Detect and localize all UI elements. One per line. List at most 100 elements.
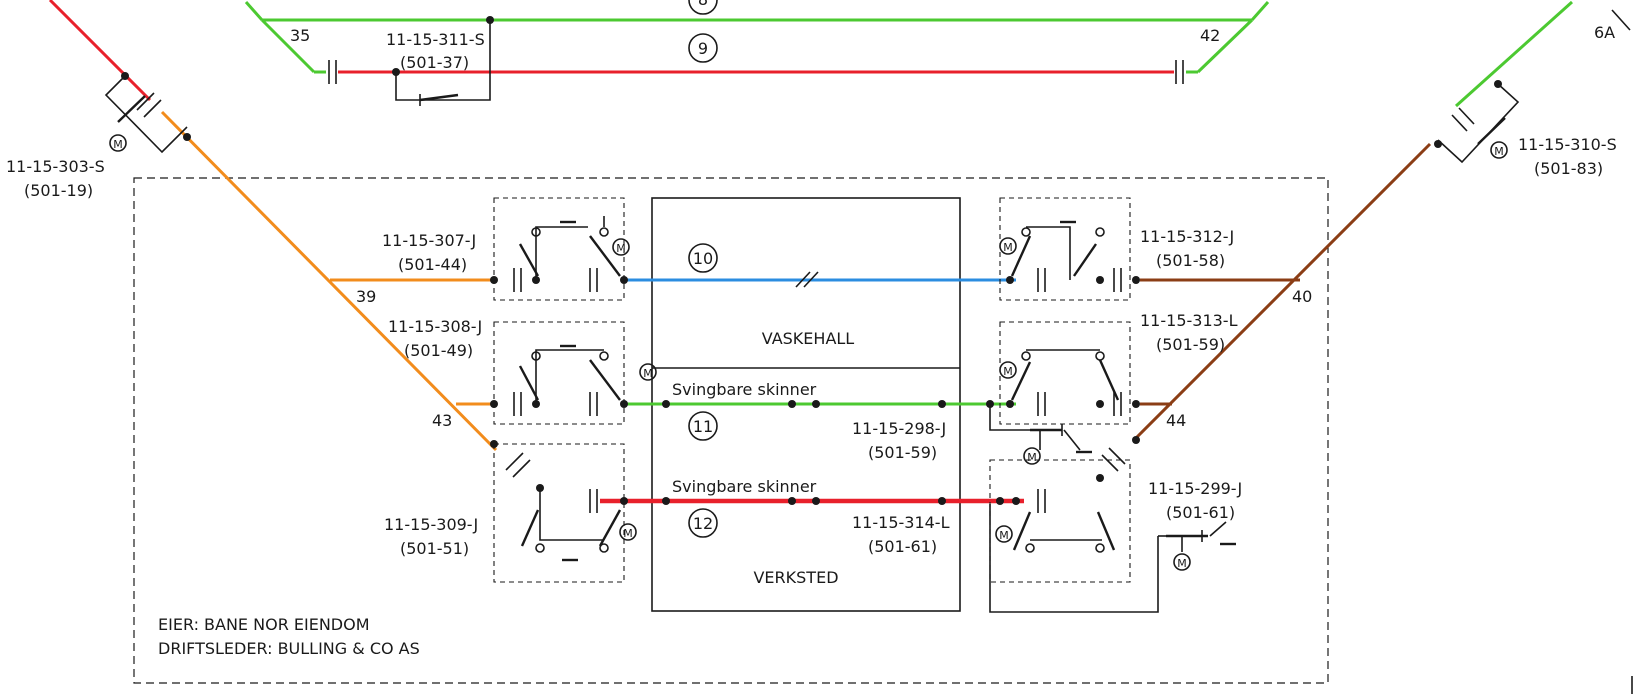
svg-text:M: M — [1003, 365, 1013, 378]
svg-text:M: M — [113, 138, 123, 151]
svg-text:9: 9 — [698, 39, 708, 58]
label-314: 11-15-314-L (501-61) — [852, 513, 950, 556]
motor-icon-299: M — [1173, 553, 1191, 571]
svg-text:(501-61): (501-61) — [1166, 503, 1235, 522]
catenary-wires — [48, 0, 1574, 504]
svg-text:11-15-310-S: 11-15-310-S — [1518, 135, 1617, 154]
svg-text:M: M — [1494, 145, 1504, 158]
pencil-icon — [1611, 9, 1631, 31]
section-43: 43 — [432, 411, 452, 430]
motor-icon-309: M — [619, 523, 637, 541]
label-307: 11-15-307-J (501-44) — [382, 231, 476, 274]
track-10-marker: 10 — [688, 243, 718, 273]
svg-text:M: M — [999, 529, 1009, 542]
label-311: 11-15-311-S (501-37) — [386, 30, 485, 72]
depot-boundary — [133, 177, 1329, 684]
svg-text:(501-58): (501-58) — [1156, 251, 1225, 270]
svg-text:(501-51): (501-51) — [400, 539, 469, 558]
svg-text:11-15-303-S: 11-15-303-S — [6, 157, 105, 176]
motor-icon-303: M — [109, 134, 127, 152]
motor-icon-298: M — [1023, 447, 1041, 465]
svg-text:(501-59): (501-59) — [868, 443, 937, 462]
wire-green-35 — [260, 18, 316, 74]
svg-text:8: 8 — [698, 0, 708, 9]
wire-green-42 — [1196, 18, 1254, 74]
svg-text:11-15-309-J: 11-15-309-J — [384, 515, 478, 534]
svg-text:11-15-314-L: 11-15-314-L — [852, 513, 950, 532]
track-8-marker: 8 — [688, 0, 718, 15]
svg-text:(501-44): (501-44) — [398, 255, 467, 274]
owner-driftsleder: DRIFTSLEDER: BULLING & CO AS — [158, 639, 420, 658]
switch-314-l[interactable] — [989, 436, 1140, 583]
label-312: 11-15-312-J (501-58) — [1140, 227, 1234, 270]
label-svingbare-12: Svingbare skinner — [672, 477, 817, 496]
section-35: 35 — [290, 26, 310, 45]
switch-313-l[interactable] — [999, 321, 1140, 425]
section-44: 44 — [1166, 411, 1186, 430]
svg-text:(501-61): (501-61) — [868, 537, 937, 556]
motor-icon-310: M — [1490, 141, 1508, 159]
svg-text:11-15-299-J: 11-15-299-J — [1148, 479, 1242, 498]
switch-308-j[interactable] — [490, 321, 628, 425]
section-insulators — [136, 60, 1475, 513]
wire-green-feeder — [1454, 0, 1574, 108]
wire-brown-main — [1132, 142, 1432, 442]
motor-icon-307: M — [612, 238, 630, 256]
label-299: 11-15-299-J (501-61) — [1148, 479, 1242, 522]
svg-text:10: 10 — [693, 249, 713, 268]
motor-icon-312: M — [999, 237, 1017, 255]
wire-junction-dots — [662, 400, 1004, 505]
svg-text:M: M — [1027, 451, 1037, 464]
track-9-marker: 9 — [688, 33, 718, 63]
svg-text:(501-49): (501-49) — [404, 341, 473, 360]
svg-text:11-15-308-J: 11-15-308-J — [388, 317, 482, 336]
switch-309-j[interactable] — [490, 440, 628, 583]
section-39: 39 — [356, 287, 376, 306]
owner-eier: EIER: BANE NOR EIENDOM — [158, 615, 370, 634]
svg-text:M: M — [1003, 241, 1013, 254]
label-308: 11-15-308-J (501-49) — [388, 317, 482, 360]
svg-text:(501-37): (501-37) — [400, 53, 469, 72]
track-12-marker: 12 — [688, 508, 718, 538]
svg-text:11-15-298-J: 11-15-298-J — [852, 419, 946, 438]
label-310: 11-15-310-S (501-83) — [1518, 135, 1617, 178]
switch-303-s[interactable] — [104, 72, 191, 154]
svg-text:11: 11 — [693, 417, 713, 436]
motor-icon-313: M — [999, 361, 1017, 379]
wire-green-top-left — [244, 1, 264, 21]
motor-icon-308: M — [639, 363, 657, 381]
section-42: 42 — [1200, 26, 1220, 45]
wire-orange-main — [160, 110, 498, 452]
track-11-marker: 11 — [688, 411, 718, 441]
motor-icon-314: M — [995, 525, 1013, 543]
svg-text:11-15-312-J: 11-15-312-J — [1140, 227, 1234, 246]
switch-307-j[interactable] — [490, 197, 628, 301]
switch-298-j[interactable] — [986, 400, 1092, 454]
section-6a: 6A — [1594, 23, 1615, 42]
svg-text:M: M — [623, 527, 633, 540]
svg-text:M: M — [643, 367, 653, 380]
label-svingbare-11: Svingbare skinner — [672, 380, 817, 399]
svg-text:12: 12 — [693, 514, 713, 533]
switch-310-s[interactable] — [1434, 80, 1520, 164]
area-vaskehall: VASKEHALL — [762, 329, 855, 348]
svg-text:(501-83): (501-83) — [1534, 159, 1603, 178]
svg-text:11-15-307-J: 11-15-307-J — [382, 231, 476, 250]
wire-green-top-right — [1250, 1, 1270, 21]
switch-311-s[interactable] — [392, 16, 494, 106]
svg-text:M: M — [1177, 557, 1187, 570]
label-309: 11-15-309-J (501-51) — [384, 515, 478, 558]
switch-312-j[interactable] — [999, 197, 1140, 301]
svg-text:M: M — [616, 242, 626, 255]
section-40: 40 — [1292, 287, 1312, 306]
area-verksted: VERKSTED — [753, 568, 838, 587]
wire-red-feeder — [48, 0, 152, 102]
svg-text:(501-19): (501-19) — [24, 181, 93, 200]
switch-299-j[interactable] — [1158, 521, 1236, 552]
svg-text:11-15-313-L: 11-15-313-L — [1140, 311, 1238, 330]
svg-text:11-15-311-S: 11-15-311-S — [386, 30, 485, 49]
workshop-right-frame — [989, 504, 1159, 613]
label-313: 11-15-313-L (501-59) — [1140, 311, 1238, 354]
label-298: 11-15-298-J (501-59) — [852, 419, 946, 462]
